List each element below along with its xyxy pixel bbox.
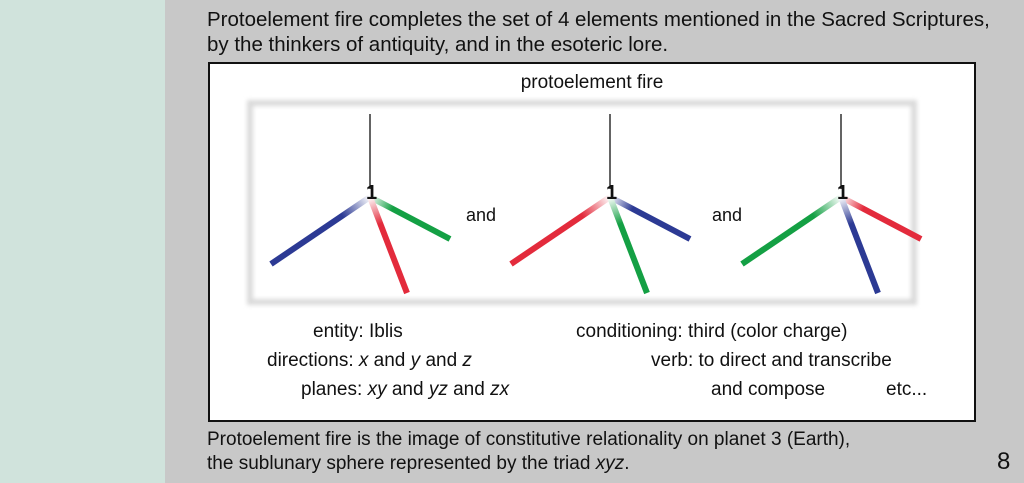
- triad-2: 1: [509, 114, 692, 295]
- outro-line-2-text: the sublunary sphere represented by the …: [207, 453, 596, 474]
- plane-xy: xy: [367, 379, 387, 400]
- triad-1-arm-down-red: [367, 195, 410, 295]
- triad-1: 1: [269, 114, 452, 295]
- directions-label: directions:: [267, 350, 354, 371]
- triad-2-node-label: 1: [606, 182, 617, 204]
- directions-and-2: and: [425, 350, 458, 371]
- entity-label: entity:: [313, 321, 364, 342]
- etc-text: etc...: [886, 379, 928, 400]
- verb-value: : to direct and transcribe: [687, 350, 892, 371]
- triads-diagram: 1 1 1 and and: [269, 114, 923, 295]
- triad-3-node-label: 1: [837, 182, 848, 204]
- figure-frame: protoelement fire 1 1 1 and and entity: Ib…: [208, 62, 976, 422]
- figure-title: protoelement fire: [520, 72, 664, 93]
- entity-row: entity: Iblis: [313, 321, 403, 343]
- verb-label: verb: [651, 350, 688, 371]
- and-connector-1: and: [466, 205, 496, 225]
- triad-3-arm-right-red: [839, 194, 923, 242]
- triad-3-arm-left-green: [740, 194, 843, 267]
- triad-2-arm-down-green: [607, 195, 650, 295]
- conditioning-text: conditioning: third (color charge): [576, 321, 848, 342]
- side-panel: [0, 0, 165, 483]
- outro-line-2: the sublunary sphere represented by the …: [207, 452, 987, 476]
- planes-row: planes: xy and yz and zx: [301, 379, 509, 401]
- outro-text: Protoelement fire is the image of consti…: [207, 428, 987, 476]
- triad-1-arm-left-blue: [269, 194, 372, 267]
- entity-value: Iblis: [368, 321, 403, 342]
- direction-x: x: [358, 350, 369, 371]
- direction-y: y: [410, 350, 421, 371]
- and-connector-2: and: [712, 205, 742, 225]
- outro-period: .: [624, 453, 630, 474]
- directions-and-1: and: [373, 350, 406, 371]
- directions-row: directions: x and y and z: [267, 350, 472, 372]
- plane-zx: zx: [490, 379, 510, 400]
- planes-label: planes:: [301, 379, 363, 400]
- page-number: 8: [997, 448, 1011, 475]
- triad-1-node-label: 1: [366, 182, 377, 204]
- planes-and-1: and: [391, 379, 424, 400]
- verb-row: verb: to direct and transcribe: [651, 350, 892, 372]
- verb-continuation: and compose: [711, 379, 826, 400]
- planes-and-2: and: [453, 379, 485, 400]
- figure-glow-border: [247, 100, 917, 305]
- triad-2-arm-left-red: [509, 194, 612, 267]
- direction-z: z: [462, 350, 472, 371]
- outro-line-1: Protoelement fire is the image of consti…: [207, 429, 851, 450]
- triads-group: 1 1 1: [269, 114, 923, 295]
- intro-text: Protoelement fire completes the set of 4…: [207, 8, 990, 56]
- triad-3-arm-down-blue: [838, 195, 881, 295]
- triad-2-arm-right-blue: [608, 194, 692, 242]
- outro-triad: xyz: [595, 453, 625, 474]
- triad-3: 1: [740, 114, 923, 295]
- plane-yz: yz: [428, 379, 448, 400]
- triad-1-arm-right-green: [368, 194, 452, 242]
